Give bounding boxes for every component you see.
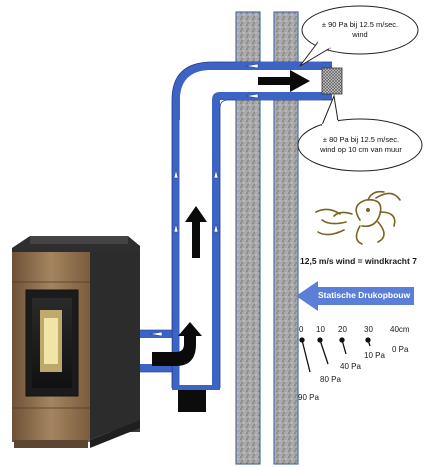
- wind-speed-label: 12,5 m/s wind = windkracht 7: [300, 256, 417, 266]
- scale-tick-30: 30: [364, 325, 373, 334]
- pressure-0pa: 0 Pa: [392, 345, 409, 354]
- pressure-90pa: 90 Pa: [298, 393, 319, 402]
- scale-tick-20: 20: [338, 325, 347, 334]
- bottom-cap: [178, 390, 206, 412]
- static-pressure-label: Statische Drukopbouw: [318, 290, 411, 300]
- wind-face-illustration: [315, 190, 401, 245]
- bubble-top-line1: ± 90 Pa bij 12.5 m/sec.: [321, 20, 399, 29]
- bubble-bottom-line1: ± 80 Pa bij 12.5 m/sec.: [322, 135, 400, 144]
- bubble-top-line2: wind: [352, 30, 368, 39]
- pressure-40pa: 40 Pa: [340, 362, 361, 371]
- pressure-bubble-bottom: [297, 94, 423, 172]
- scale-tick-0: 0: [299, 325, 304, 334]
- bubble-bottom-text: ± 80 Pa bij 12.5 m/sec. wind op 10 cm va…: [300, 135, 422, 155]
- terminal-cap: [321, 67, 343, 95]
- airflow-arrows-small: [149, 63, 259, 337]
- pressure-scale: [299, 337, 371, 373]
- pressure-bubble-top: [299, 5, 419, 67]
- pressure-10pa: 10 Pa: [364, 351, 385, 360]
- pellet-stove: [12, 236, 140, 448]
- static-pressure-arrow: [296, 281, 414, 311]
- pressure-80pa: 80 Pa: [320, 375, 341, 384]
- scale-tick-40cm: 40cm: [390, 325, 410, 334]
- bubble-top-text: ± 90 Pa bij 12.5 m/sec. wind: [305, 20, 415, 40]
- scale-tick-10: 10: [316, 325, 325, 334]
- exhaust-arrows: [152, 70, 310, 366]
- bubble-bottom-line2: wind op 10 cm van muur: [320, 145, 402, 154]
